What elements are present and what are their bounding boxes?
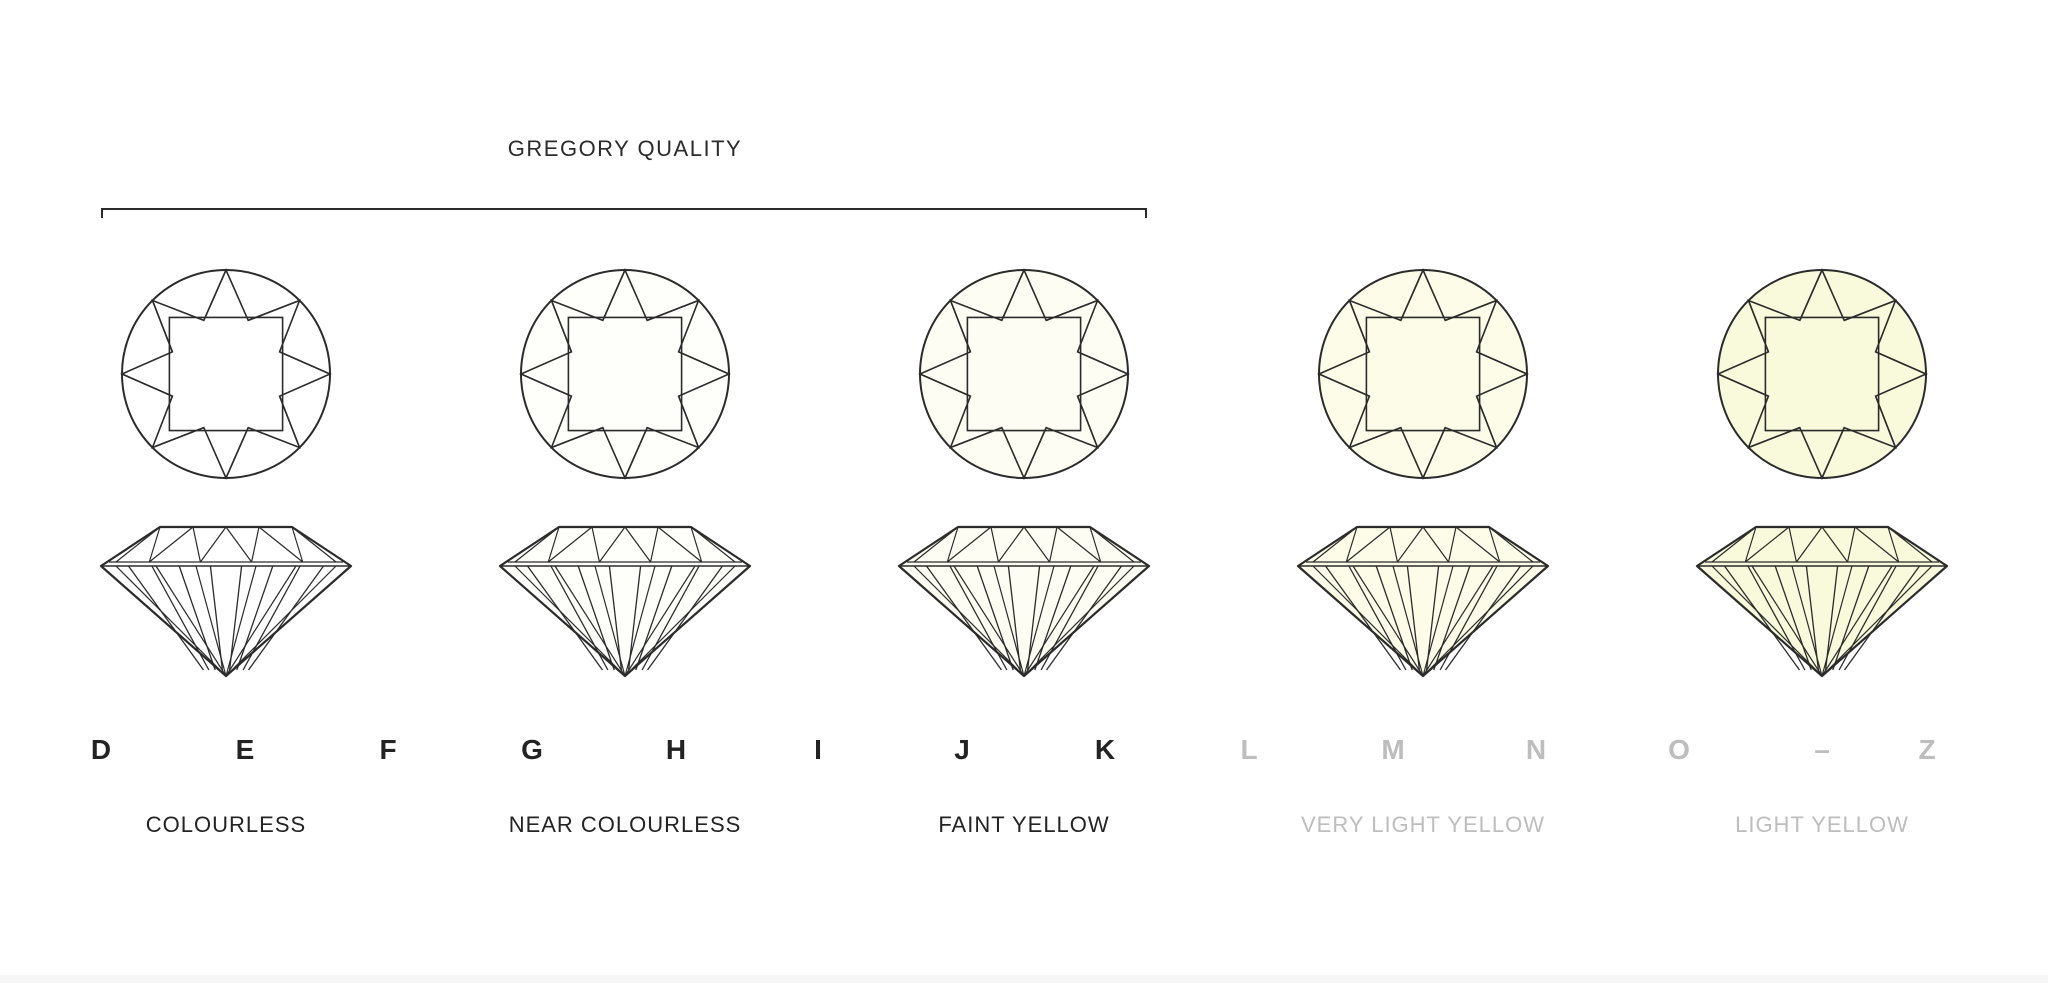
grade-letter: F	[379, 734, 397, 765]
category-label: LIGHT YELLOW	[1735, 812, 1909, 837]
grade-letter: D	[90, 734, 112, 765]
bracket-label: GREGORY QUALITY	[507, 136, 743, 161]
grade-letter: –	[1814, 734, 1830, 765]
grade-letter: I	[814, 734, 822, 765]
diamond-3	[897, 268, 1151, 678]
diamond-1	[99, 268, 353, 678]
category-label: COLOURLESS	[145, 812, 307, 837]
grade-letter: M	[1381, 734, 1405, 765]
diamond-top-view	[1317, 268, 1529, 480]
bottom-divider	[0, 975, 2048, 983]
diamond-4	[1296, 268, 1550, 678]
diamond-side-view	[897, 525, 1151, 678]
diamond-side-view	[99, 525, 353, 678]
category-label: FAINT YELLOW	[938, 812, 1110, 837]
quality-bracket	[101, 208, 1147, 218]
grade-letter: O	[1668, 734, 1690, 765]
diamond-side-view	[1296, 525, 1550, 678]
grade-letter: J	[954, 734, 970, 765]
grade-letter: N	[1525, 734, 1547, 765]
diamond-2	[498, 268, 752, 678]
diamond-top-view	[120, 268, 332, 480]
grade-letter: Z	[1918, 734, 1936, 765]
diamond-side-view	[498, 525, 752, 678]
category-label: VERY LIGHT YELLOW	[1300, 812, 1546, 837]
diamond-5	[1695, 268, 1949, 678]
diamond-top-view	[918, 268, 1130, 480]
diamond-top-view	[519, 268, 731, 480]
grade-letter: G	[521, 734, 543, 765]
grade-letter: E	[235, 734, 255, 765]
grade-letter: L	[1240, 734, 1258, 765]
diamond-top-view	[1716, 268, 1928, 480]
grade-letter: H	[665, 734, 687, 765]
diamond-side-view	[1695, 525, 1949, 678]
category-label: NEAR COLOURLESS	[508, 812, 742, 837]
grade-letter: K	[1094, 734, 1116, 765]
